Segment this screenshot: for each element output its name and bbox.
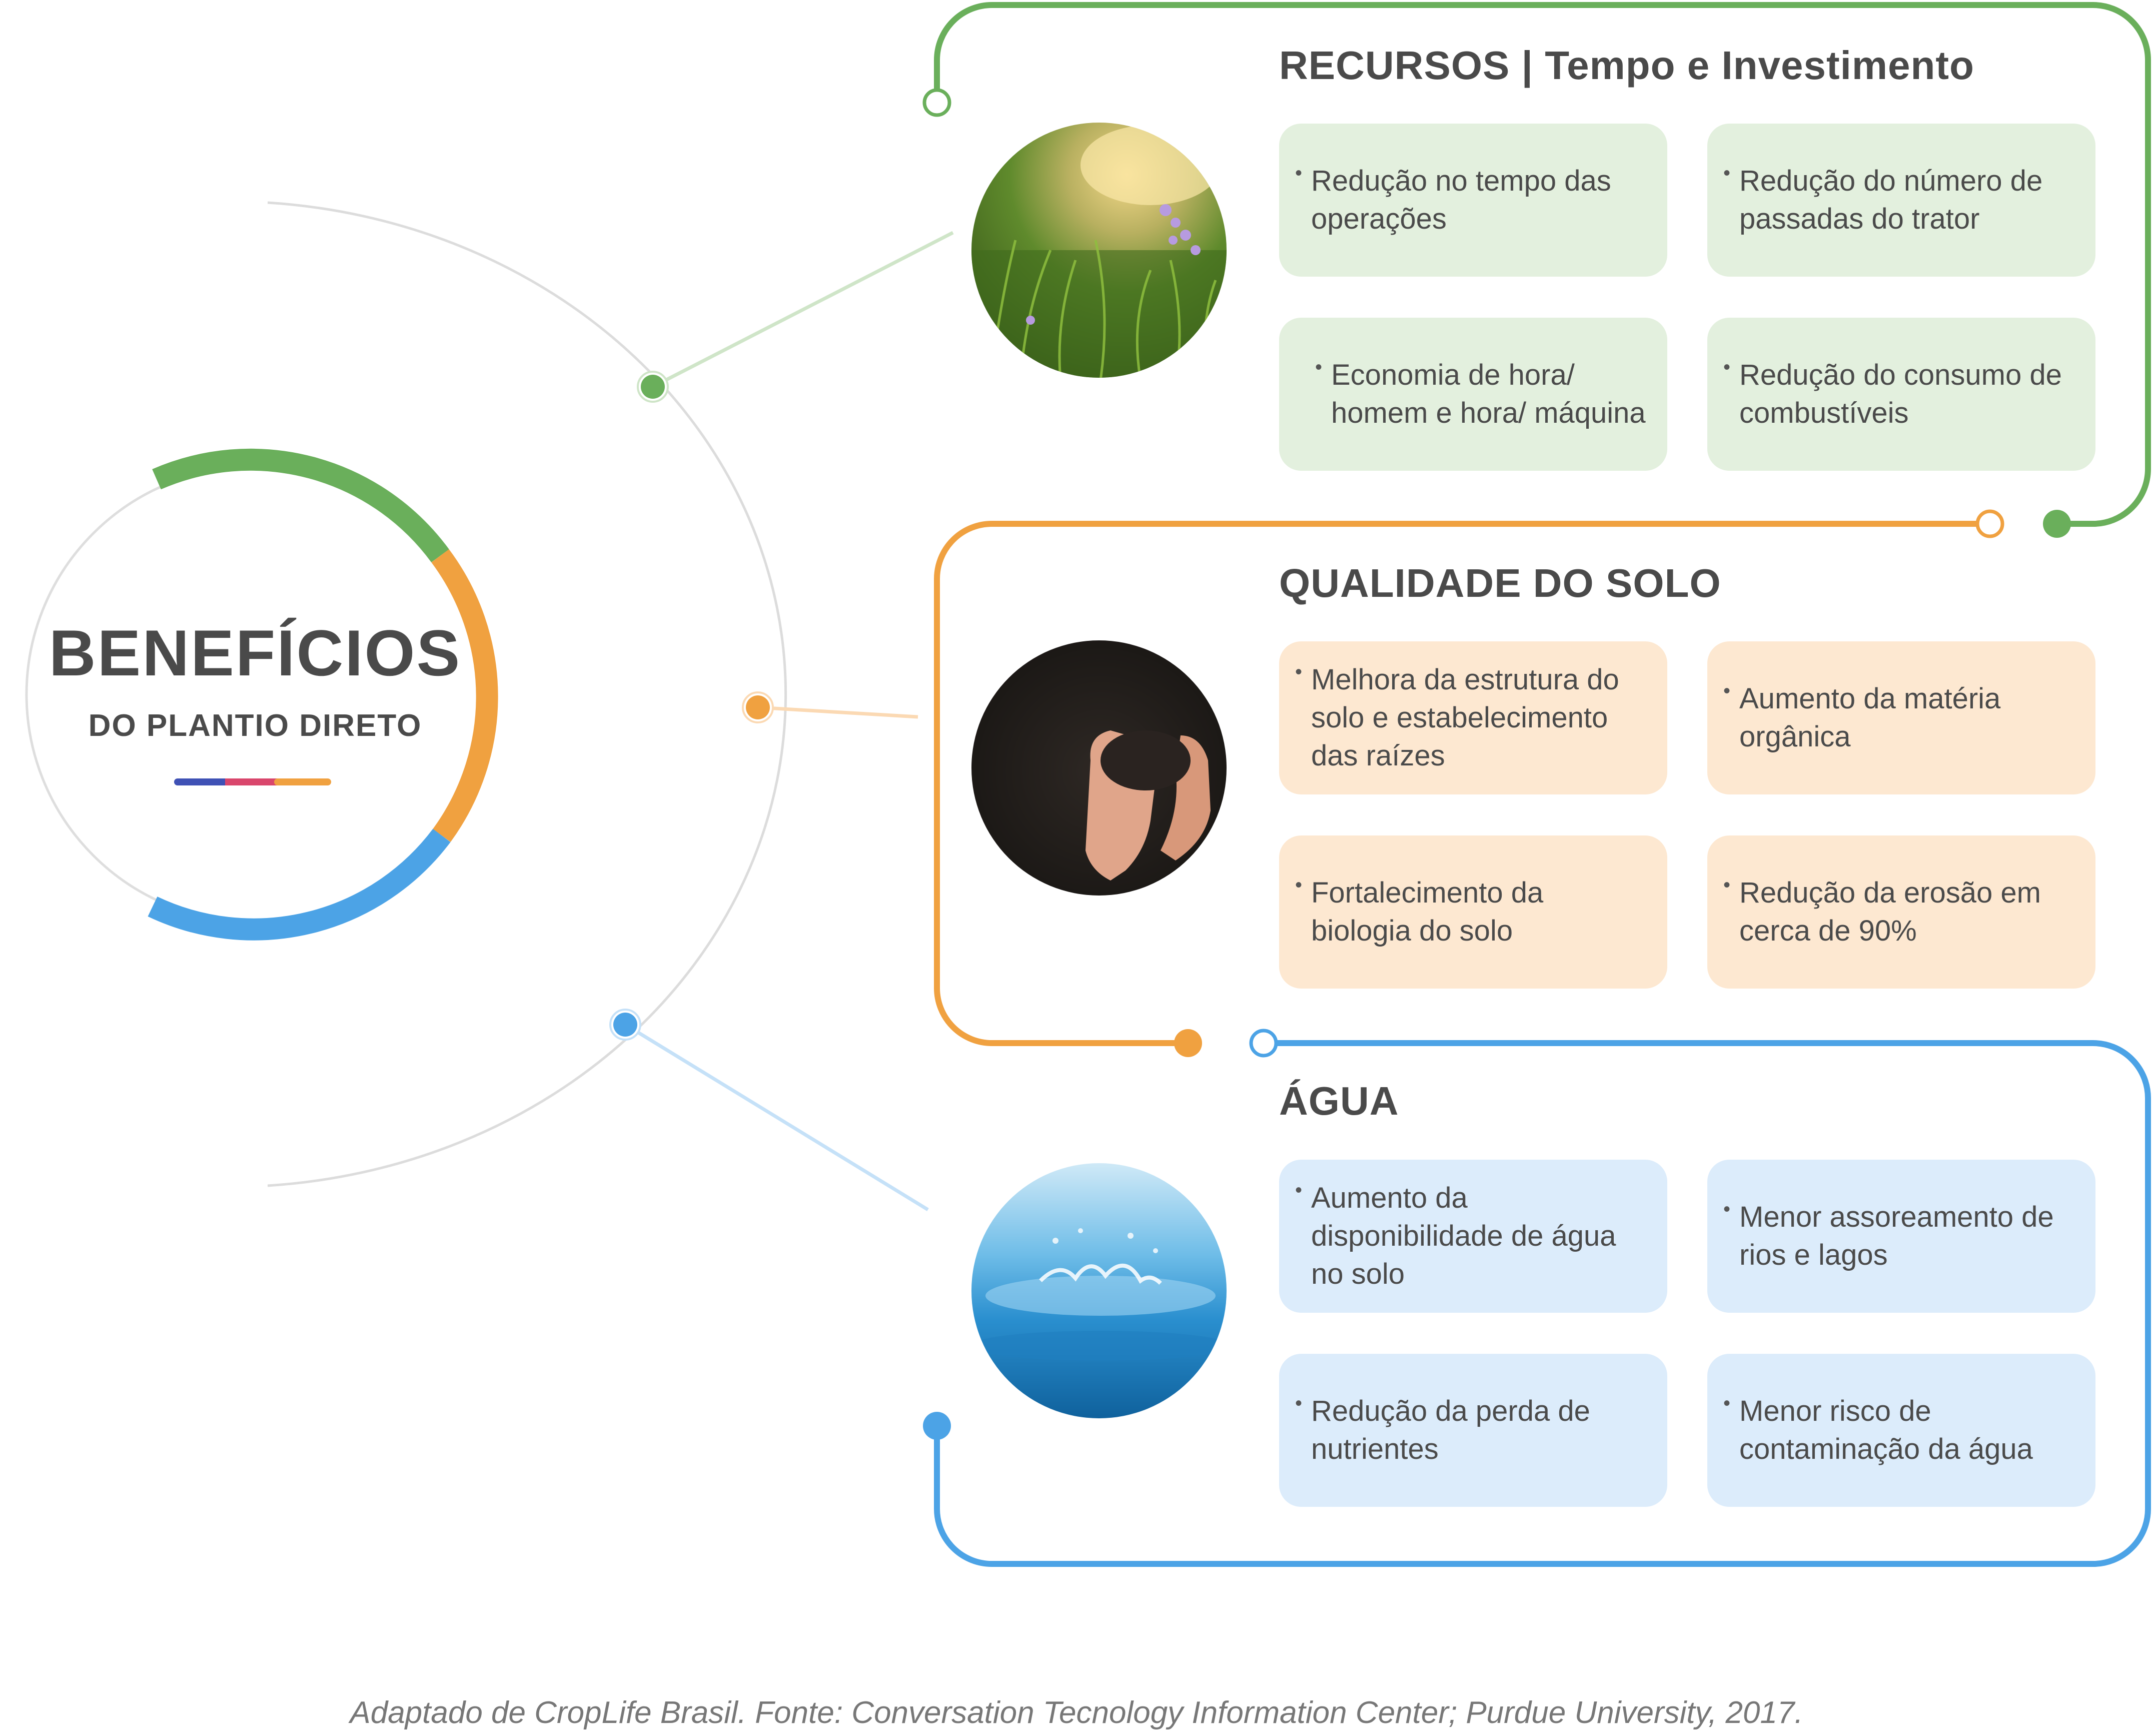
connector-orange [757, 705, 918, 719]
benefit-card: •Redução da erosão em cerca de 90% [1707, 835, 2095, 989]
grass-field-photo [971, 123, 1227, 378]
frame-green [934, 2, 2151, 527]
section-title-recursos: RECURSOS | Tempo e Investimento [1279, 43, 1974, 88]
benefit-card: •Menor assoreamento de rios e lagos [1707, 1160, 2095, 1313]
bullet-icon: • [1295, 874, 1303, 896]
frame-blue-start [1249, 1029, 1278, 1058]
bullet-icon: • [1723, 356, 1731, 378]
ring-green [152, 448, 449, 563]
benefit-card: •Economia de hora/ homem e hora/ máquina [1279, 318, 1667, 471]
bullet-icon: • [1295, 162, 1303, 184]
frame-blue-end [923, 1412, 951, 1440]
frame-orange-end [1174, 1029, 1202, 1057]
center-title: BENEFÍCIOS [49, 616, 462, 689]
ring-orange [431, 549, 498, 842]
benefit-card: •Fortalecimento da biologia do solo [1279, 835, 1667, 989]
bullet-icon: • [1295, 1392, 1303, 1414]
benefit-card: •Melhora da estrutura do solo e estabele… [1279, 641, 1667, 794]
bullet-icon: • [1295, 1179, 1303, 1201]
bullet-icon: • [1315, 356, 1323, 378]
benefit-card: •Redução do número de passadas do trator [1707, 124, 2095, 277]
benefit-card: •Redução da perda de nutrientes [1279, 1354, 1667, 1507]
water-splash-photo [971, 1163, 1227, 1418]
benefit-card: •Redução do consumo de combustíveis [1707, 318, 2095, 471]
benefit-card: •Aumento da matéria orgânica [1707, 641, 2095, 794]
connector-blue [624, 1023, 929, 1211]
bullet-icon: • [1723, 162, 1731, 184]
frame-green-start [922, 88, 951, 117]
benefit-card: •Menor risco de contaminação da água [1707, 1354, 2095, 1507]
benefit-card: •Aumento da disponibilidade de água no s… [1279, 1160, 1667, 1313]
section-title-qualidade-do-solo: QUALIDADE DO SOLO [1279, 561, 1721, 605]
connector-green [652, 231, 954, 389]
frame-orange [934, 521, 1990, 1046]
hands-holding-soil-photo [971, 640, 1227, 896]
bullet-icon: • [1723, 1392, 1731, 1414]
bullet-icon: • [1723, 680, 1731, 702]
bullet-icon: • [1295, 661, 1303, 683]
ring-blue [148, 828, 451, 941]
section-title-agua: ÁGUA [1279, 1079, 1399, 1123]
frame-orange-start [1975, 509, 2004, 538]
center-subtitle: DO PLANTIO DIRETO [88, 708, 422, 743]
frame-green-end [2043, 510, 2071, 538]
outer-arc [267, 201, 787, 1187]
source-caption: Adaptado de CropLife Brasil. Fonte: Conv… [350, 1695, 1803, 1730]
bullet-icon: • [1723, 1198, 1731, 1220]
bullet-icon: • [1723, 874, 1731, 896]
benefit-card: •Redução no tempo das operações [1279, 124, 1667, 277]
frame-blue [934, 1040, 2151, 1567]
